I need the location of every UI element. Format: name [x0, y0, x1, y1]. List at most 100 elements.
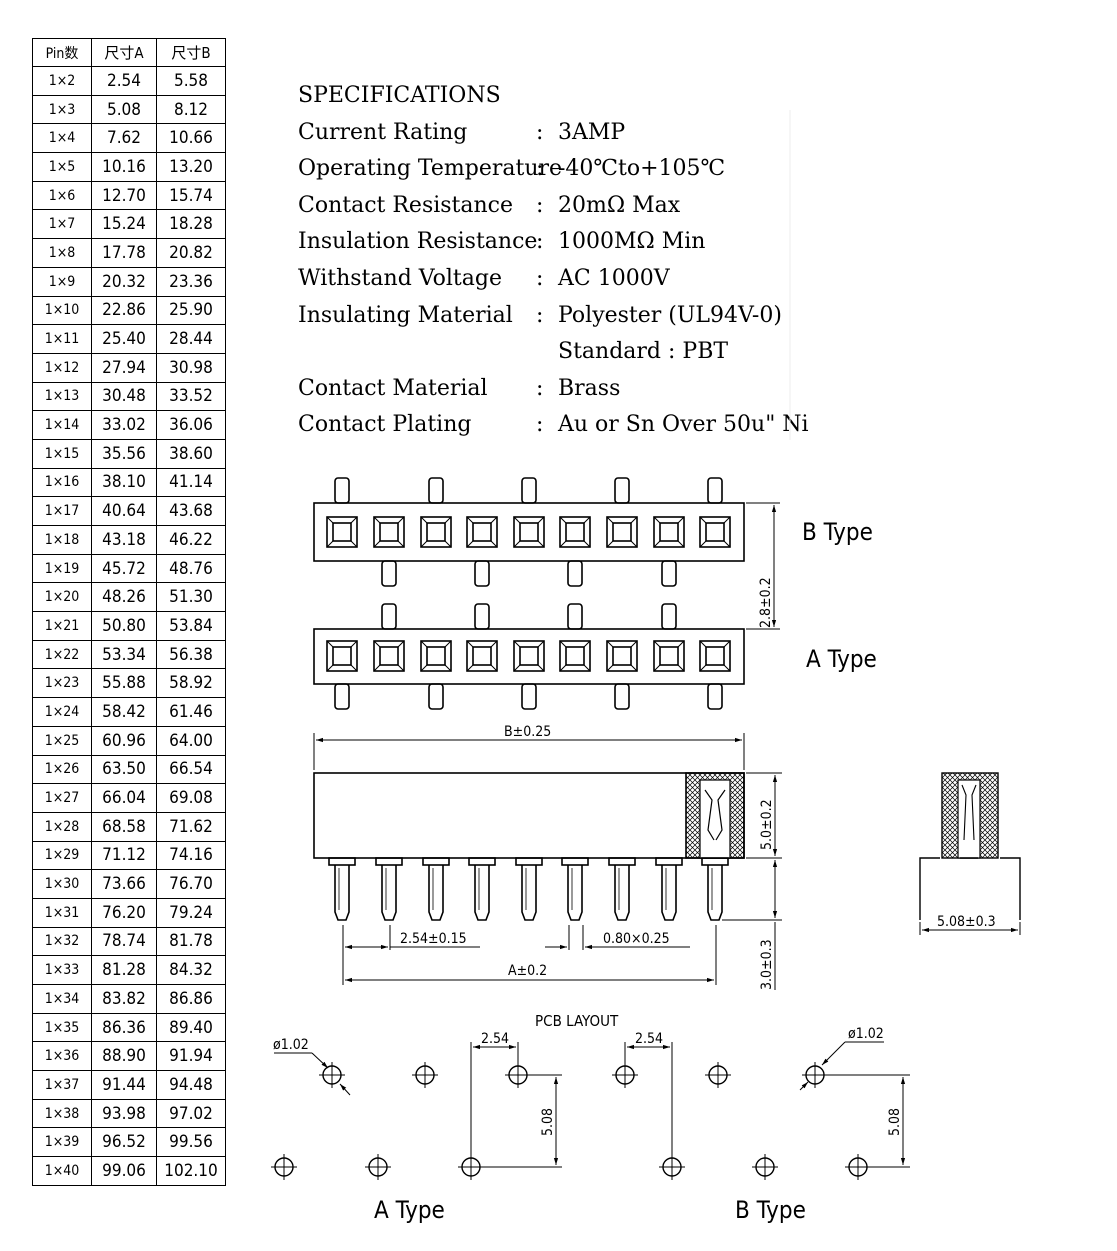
- spec-value: -40℃to+105℃: [558, 156, 726, 182]
- pcb-b-type-label: B Type: [735, 1196, 806, 1224]
- spec-value: Polyester (UL94V-0): [558, 302, 782, 328]
- spec-value: Standard : PBT: [558, 339, 729, 365]
- size-b-cell: 46.22: [156, 525, 226, 555]
- pcb-holes: [271, 1062, 871, 1180]
- contact-inner: [426, 646, 446, 666]
- header-size-a: 尺寸A: [91, 38, 157, 67]
- hole-diameter-left-label: ø1.02: [273, 1037, 309, 1053]
- spec-colon: :: [536, 156, 544, 182]
- pin-size-dimension: [545, 925, 690, 950]
- spec-value: 3AMP: [558, 119, 626, 145]
- pcb-row-spacing-right-label: 5.08: [887, 1108, 903, 1136]
- contact-inner: [612, 646, 632, 666]
- size-a-cell: 63.50: [91, 754, 157, 785]
- contact-inner: [519, 522, 539, 542]
- hole-diameter-right-callout: [799, 1041, 884, 1091]
- pcb-layout-title: PCB LAYOUT: [535, 1012, 619, 1030]
- pin-bottom: [334, 683, 350, 710]
- pin-top: [334, 477, 350, 504]
- pin-count-cell: 1×6: [32, 180, 92, 211]
- spec-label: Contact Material: [298, 375, 488, 401]
- pin-top: [707, 477, 723, 504]
- size-b-cell: 58.92: [156, 668, 226, 699]
- pin-leg: [614, 865, 630, 921]
- pin-count-cell: 1×40: [32, 1156, 92, 1186]
- spec-label: Insulation Resistance: [298, 229, 538, 255]
- contact-outer: [420, 640, 452, 672]
- contact-bevel: [326, 640, 358, 672]
- spec-value: Brass: [558, 375, 621, 401]
- contact-bevel: [373, 640, 405, 672]
- body-height-dimension: [746, 772, 782, 859]
- pin-top: [661, 603, 677, 630]
- pin-count-cell: 1×30: [32, 869, 92, 899]
- size-a-cell: 10.16: [91, 152, 157, 182]
- contact-bevel: [420, 640, 452, 672]
- size-a-cell: 43.18: [91, 525, 157, 555]
- pin-count-cell: 1×15: [32, 438, 92, 469]
- contact-bevel: [513, 640, 545, 672]
- size-a-cell: 76.20: [91, 897, 157, 928]
- end-view: [919, 772, 1021, 920]
- pin-count-cell: 1×10: [32, 295, 92, 326]
- standoff: [701, 857, 729, 866]
- size-b-cell: 56.38: [156, 639, 226, 670]
- pin-count-cell: 1×29: [32, 840, 92, 871]
- spec-row: Withstand Voltage:AC 1000V: [298, 261, 809, 298]
- spec-row: Contact Material:Brass: [298, 371, 809, 408]
- size-b-cell: 28.44: [156, 324, 226, 354]
- contact-inner: [705, 646, 725, 666]
- size-b-cell: 13.20: [156, 152, 226, 182]
- pin-count-cell: 1×26: [32, 754, 92, 785]
- size-a-cell: 73.66: [91, 869, 157, 899]
- spec-label: Operating Temperature: [298, 156, 563, 182]
- pin-bottom: [474, 560, 490, 587]
- pin-count-cell: 1×3: [32, 94, 92, 125]
- size-b-cell: 66.54: [156, 754, 226, 785]
- spec-colon: :: [536, 265, 544, 291]
- pin-bottom: [661, 560, 677, 587]
- contact-outer: [466, 516, 498, 548]
- spec-row: Contact Resistance:20mΩ Max: [298, 188, 809, 225]
- pin-leg: [334, 865, 350, 921]
- pin-top: [521, 477, 537, 504]
- size-b-cell: 43.68: [156, 496, 226, 526]
- header-size-b: 尺寸B: [156, 38, 226, 67]
- pin-bottom: [521, 683, 537, 710]
- contact-inner: [332, 522, 352, 542]
- size-b-cell: 48.76: [156, 553, 226, 584]
- size-b-cell: 84.32: [156, 955, 226, 985]
- contact-outer: [606, 640, 638, 672]
- contact-outer: [373, 516, 405, 548]
- height-offset-dimension: [746, 502, 780, 630]
- size-b-cell: 91.94: [156, 1041, 226, 1072]
- contact-outer: [653, 516, 685, 548]
- spec-label: Contact Resistance: [298, 192, 514, 218]
- a-type-top-view: [313, 603, 745, 710]
- size-a-cell: 86.36: [91, 1012, 157, 1043]
- contact-bevel: [653, 516, 685, 548]
- size-a-cell: 35.56: [91, 438, 157, 469]
- standoff: [375, 857, 403, 866]
- contact-bevel: [559, 640, 591, 672]
- pin-count-cell: 1×20: [32, 582, 92, 613]
- side-view: [313, 772, 745, 921]
- size-b-cell: 5.58: [156, 66, 226, 96]
- contact-outer: [513, 516, 545, 548]
- contact-outer: [699, 640, 731, 672]
